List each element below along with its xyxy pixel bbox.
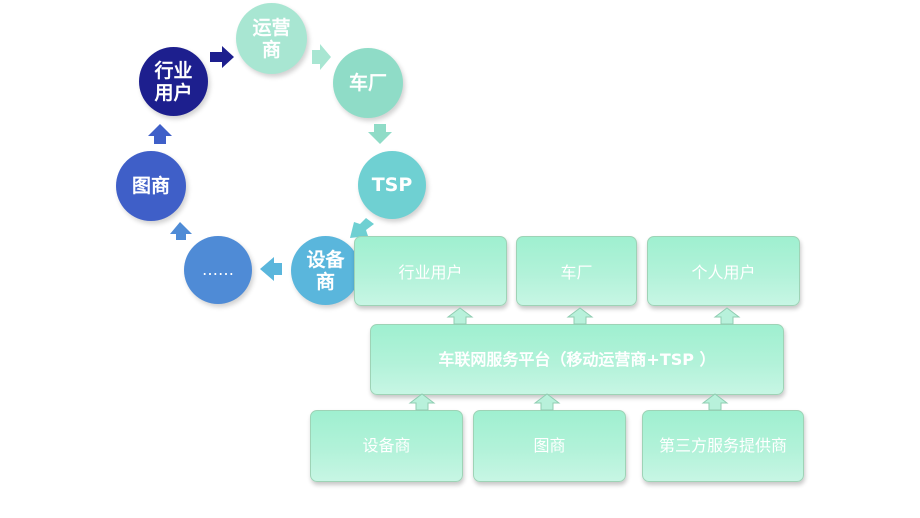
arrow-to-tsp	[368, 124, 392, 144]
node-ellipsis: ……	[184, 236, 252, 304]
top-box-personal-user-label: 个人用户	[691, 263, 756, 282]
up-arrow-device	[408, 393, 436, 411]
arrow-to-device	[350, 218, 374, 238]
node-device-maker: 设备商	[291, 236, 360, 305]
top-box-industry-user-label: 行业用户	[398, 263, 463, 282]
node-industry-user-label: 行业用户	[154, 59, 193, 104]
top-box-personal-user: 个人用户	[647, 236, 800, 306]
up-arrow-map	[533, 393, 561, 411]
platform-box-label: 车联网服务平台（移动运营商+TSP ）	[438, 349, 716, 369]
node-carrier: 运营商	[236, 3, 307, 74]
up-arrow-personal	[713, 307, 741, 325]
bottom-box-third-party-label: 第三方服务提供商	[658, 436, 787, 455]
arrow-to-map	[170, 222, 192, 240]
arrow-to-carrier	[210, 46, 234, 68]
top-box-automaker-label: 车厂	[560, 263, 593, 282]
arrow-to-automaker	[312, 44, 331, 70]
up-arrow-industry	[446, 307, 474, 325]
bottom-box-map-provider-label: 图商	[533, 436, 566, 455]
bottom-box-map-provider: 图商	[473, 410, 626, 482]
node-tsp-label: TSP	[371, 174, 413, 196]
bottom-box-device-maker: 设备商	[310, 410, 463, 482]
node-tsp: TSP	[358, 151, 426, 219]
node-map-provider-label: 图商	[131, 175, 170, 197]
node-automaker: 车厂	[333, 48, 403, 118]
node-ellipsis-label: ……	[202, 260, 234, 279]
bottom-box-third-party: 第三方服务提供商	[642, 410, 804, 482]
top-box-automaker: 车厂	[516, 236, 637, 306]
platform-box: 车联网服务平台（移动运营商+TSP ）	[370, 324, 784, 395]
arrow-to-ellipsis	[260, 257, 282, 281]
node-industry-user: 行业用户	[139, 47, 208, 116]
node-carrier-label: 运营商	[252, 16, 291, 61]
top-box-industry-user: 行业用户	[354, 236, 507, 306]
up-arrow-automaker	[566, 307, 594, 325]
bottom-box-device-maker-label: 设备商	[362, 436, 411, 455]
node-map-provider: 图商	[116, 151, 186, 221]
node-device-maker-label: 设备商	[306, 248, 345, 293]
arrow-to-industry	[148, 124, 172, 144]
up-arrow-third-party	[701, 393, 729, 411]
node-automaker-label: 车厂	[348, 72, 387, 94]
